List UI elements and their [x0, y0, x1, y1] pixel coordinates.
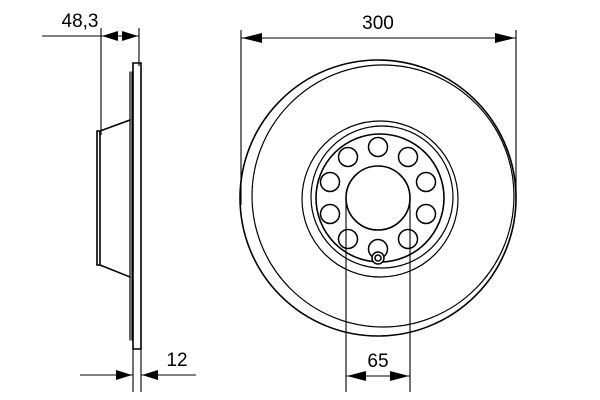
side-view-hat-upper-taper [99, 119, 131, 132]
side-view-group [96, 62, 142, 350]
locating-pin-detail [371, 251, 385, 265]
dimension-height: 48,3 [42, 11, 140, 135]
hub-ring-middle [310, 125, 454, 269]
hub-ring-outer [301, 120, 459, 278]
bore-dimension-label: 65 [367, 351, 388, 372]
dimension-outer-diameter: 300 [240, 13, 517, 205]
height-arrow-right [122, 31, 138, 41]
thickness-dimension-label: 12 [166, 350, 187, 371]
bolt-hole [319, 171, 341, 193]
bolt-hole [337, 146, 359, 168]
disc-outer-chamfer-circle [251, 64, 515, 328]
front-view-group [239, 59, 517, 337]
bore-arrow-left [347, 371, 366, 381]
bolt-hole [367, 136, 389, 158]
height-dimension-label: 48,3 [62, 11, 99, 32]
bolt-hole [337, 228, 359, 250]
locating-pin-inner [374, 254, 382, 262]
bolt-hole [415, 203, 437, 225]
thickness-arrow-left [116, 370, 132, 380]
bolt-hole [319, 203, 341, 225]
diameter-arrow-left [242, 33, 262, 43]
side-view-hat-lower-taper [99, 264, 131, 278]
bolt-hole [415, 171, 437, 193]
diameter-arrow-right [495, 33, 515, 43]
dimension-thickness: 12 [80, 349, 196, 392]
height-arrow-left [102, 31, 118, 41]
dimension-center-bore: 65 [345, 198, 411, 392]
diameter-dimension-label: 300 [362, 13, 394, 34]
bore-arrow-right [390, 371, 409, 381]
bolt-hole [397, 146, 419, 168]
bolt-hole [397, 228, 419, 250]
thickness-arrow-right [142, 370, 158, 380]
